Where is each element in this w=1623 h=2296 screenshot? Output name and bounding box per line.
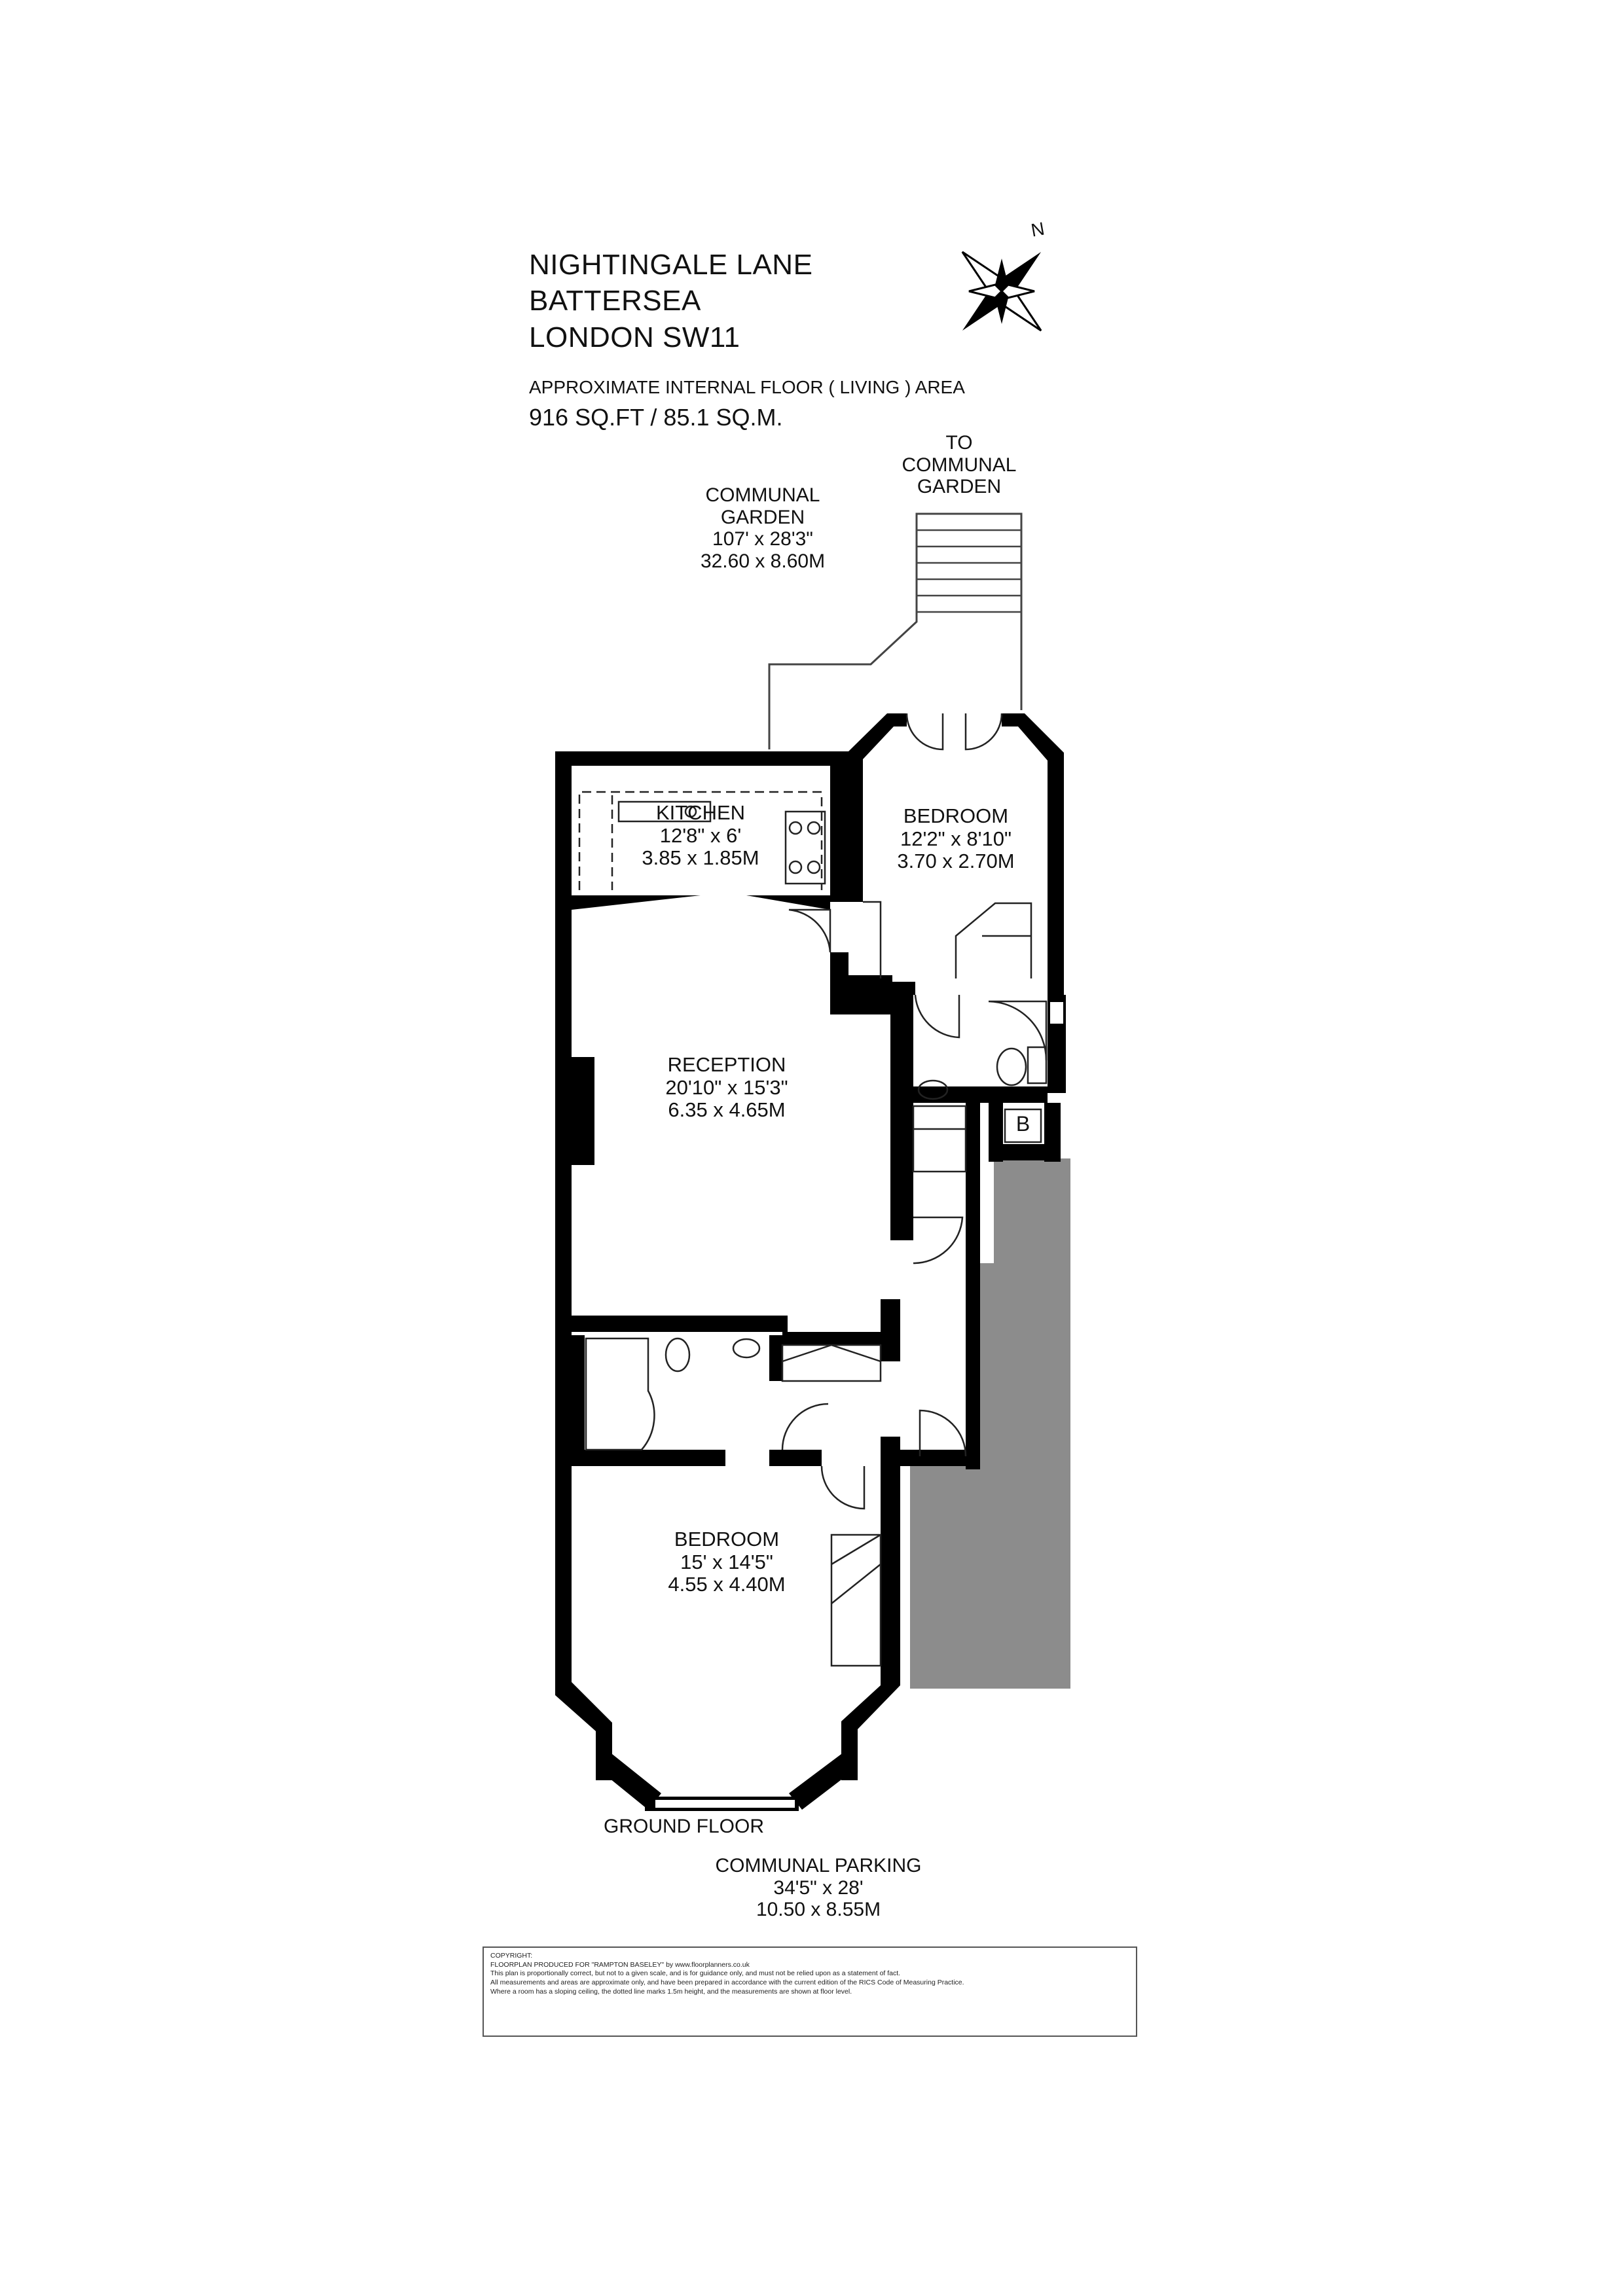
bedroom-rear-name: BEDROOM	[903, 804, 1009, 827]
address-line-2: BATTERSEA	[529, 285, 701, 317]
parking-imperial: 34'5" x 28'	[773, 1876, 864, 1899]
fixtures	[578, 713, 1048, 1667]
garden-steps	[917, 529, 1021, 613]
compass-rose-icon	[961, 251, 1042, 332]
copyright-line-3: This plan is proportionally correct, but…	[490, 1969, 901, 1978]
room-kitchen: KITCHEN 12'8" x 6' 3.85 x 1.85M	[625, 801, 776, 870]
room-reception: RECEPTION 20'10" x 15'3" 6.35 x 4.65M	[638, 1053, 815, 1122]
walls	[555, 713, 1066, 1811]
floor-label: GROUND FLOOR	[604, 1816, 765, 1837]
garden-terrace-outline	[768, 512, 1023, 749]
area-label: APPROXIMATE INTERNAL FLOOR ( LIVING ) AR…	[529, 377, 965, 397]
communal-garden-label: COMMUNAL GARDEN 107' x 28'3" 32.60 x 8.6…	[668, 484, 858, 572]
copyright-line-4: All measurements and areas are approxima…	[490, 1978, 964, 1986]
area-value: 916 SQ.FT / 85.1 SQ.M.	[529, 404, 783, 431]
garden-line-2: GARDEN	[720, 506, 805, 528]
bedroom-rear-imperial: 12'2" x 8'10"	[900, 827, 1012, 850]
bedroom-rear-metric: 3.70 x 2.70M	[897, 850, 1015, 873]
bedroom-front-imperial: 15' x 14'5"	[680, 1550, 773, 1573]
boiler-label: B	[1015, 1112, 1030, 1136]
bedroom-front-metric: 4.55 x 4.40M	[668, 1573, 786, 1596]
room-bedroom-rear: BEDROOM 12'2" x 8'10" 3.70 x 2.70M	[881, 804, 1031, 873]
reception-metric: 6.35 x 4.65M	[668, 1098, 786, 1122]
reception-name: RECEPTION	[667, 1053, 786, 1076]
copyright-line-2: FLOORPLAN PRODUCED FOR "RAMPTON BASELEY"…	[490, 1960, 750, 1969]
parking-name: COMMUNAL PARKING	[715, 1855, 922, 1876]
windows	[654, 1001, 1065, 1809]
shaded-side-area	[910, 1158, 1070, 1689]
copyright-box: COPYRIGHT: FLOORPLAN PRODUCED FOR "RAMPT…	[483, 1946, 1137, 2037]
communal-parking-label: COMMUNAL PARKING 34'5" x 28' 10.50 x 8.5…	[691, 1855, 946, 1921]
address-line-1: NIGHTINGALE LANE	[529, 249, 813, 281]
address-line-3: LONDON SW11	[529, 321, 740, 353]
room-bedroom-front: BEDROOM 15' x 14'5" 4.55 x 4.40M	[648, 1528, 805, 1596]
address-block: NIGHTINGALE LANE BATTERSEA LONDON SW11	[529, 249, 812, 357]
to-communal-garden-label: TO COMMUNAL GARDEN	[881, 432, 1038, 498]
to-garden-line-2: COMMUNAL	[902, 454, 1017, 476]
reception-imperial: 20'10" x 15'3"	[665, 1075, 788, 1099]
garden-metric: 32.60 x 8.60M	[700, 550, 826, 572]
to-garden-line-1: TO	[945, 432, 973, 454]
parking-metric: 10.50 x 8.55M	[756, 1899, 881, 1921]
kitchen-name: KITCHEN	[655, 801, 746, 824]
kitchen-metric: 3.85 x 1.85M	[642, 846, 759, 870]
copyright-line-5: Where a room has a sloping ceiling, the …	[490, 1987, 852, 1996]
garden-imperial: 107' x 28'3"	[712, 528, 813, 550]
bedroom-front-name: BEDROOM	[674, 1528, 780, 1551]
garden-line-1: COMMUNAL	[705, 484, 820, 506]
copyright-line-1: COPYRIGHT:	[490, 1952, 533, 1960]
kitchen-imperial: 12'8" x 6'	[659, 823, 742, 847]
to-garden-line-3: GARDEN	[917, 476, 1002, 498]
